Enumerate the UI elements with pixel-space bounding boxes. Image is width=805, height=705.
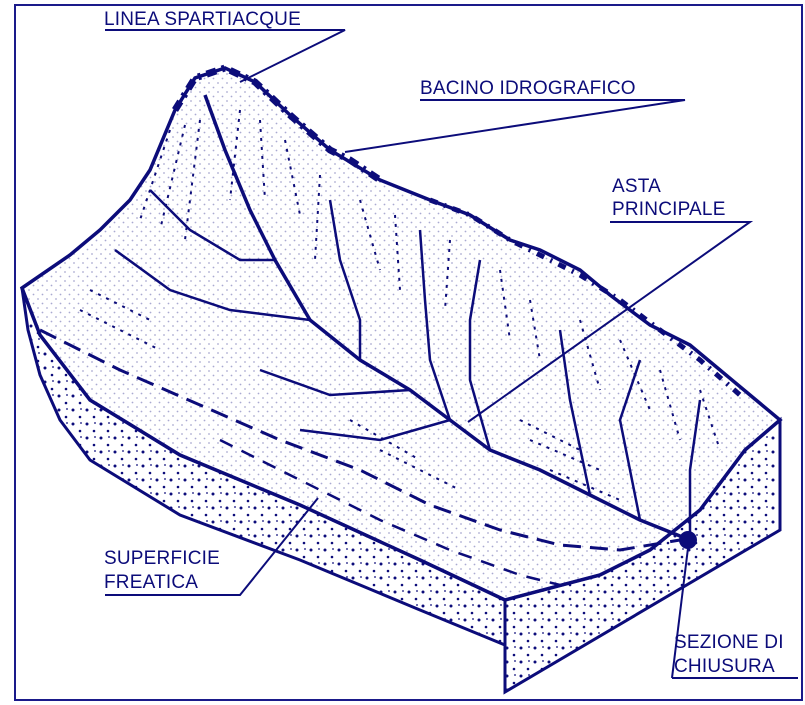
label-outlet-line1: SEZIONE DI <box>674 632 784 654</box>
label-water-table-line2: FREATICA <box>104 572 198 594</box>
terrain-surface <box>22 68 780 600</box>
label-main-channel-line2: PRINCIPALE <box>612 199 726 221</box>
label-watershed-line: LINEA SPARTIACQUE <box>104 9 301 31</box>
label-basin: BACINO IDROGRAFICO <box>420 78 636 100</box>
label-outlet-line2: CHIUSURA <box>674 656 775 678</box>
label-water-table-line1: SUPERFICIE <box>104 548 220 570</box>
outlet-point <box>679 531 697 549</box>
label-main-channel-line1: ASTA <box>612 176 661 198</box>
